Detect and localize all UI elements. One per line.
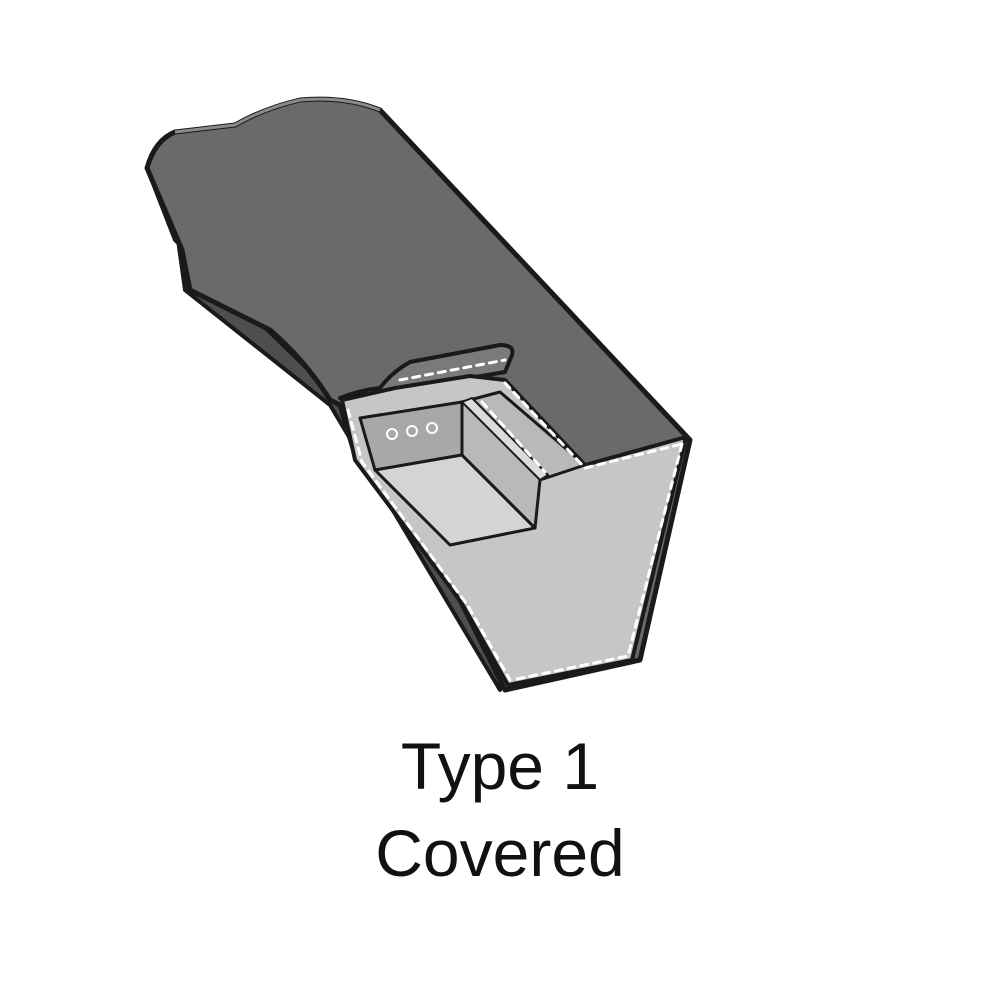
caption-type: Type 1 — [400, 729, 600, 803]
cover-top-edge — [174, 97, 381, 134]
caption-covered: Covered — [375, 816, 625, 890]
inner-step-ledge — [461, 397, 549, 481]
cover-flap — [338, 343, 515, 400]
cord-marks — [386, 422, 438, 440]
stitching — [346, 358, 684, 682]
